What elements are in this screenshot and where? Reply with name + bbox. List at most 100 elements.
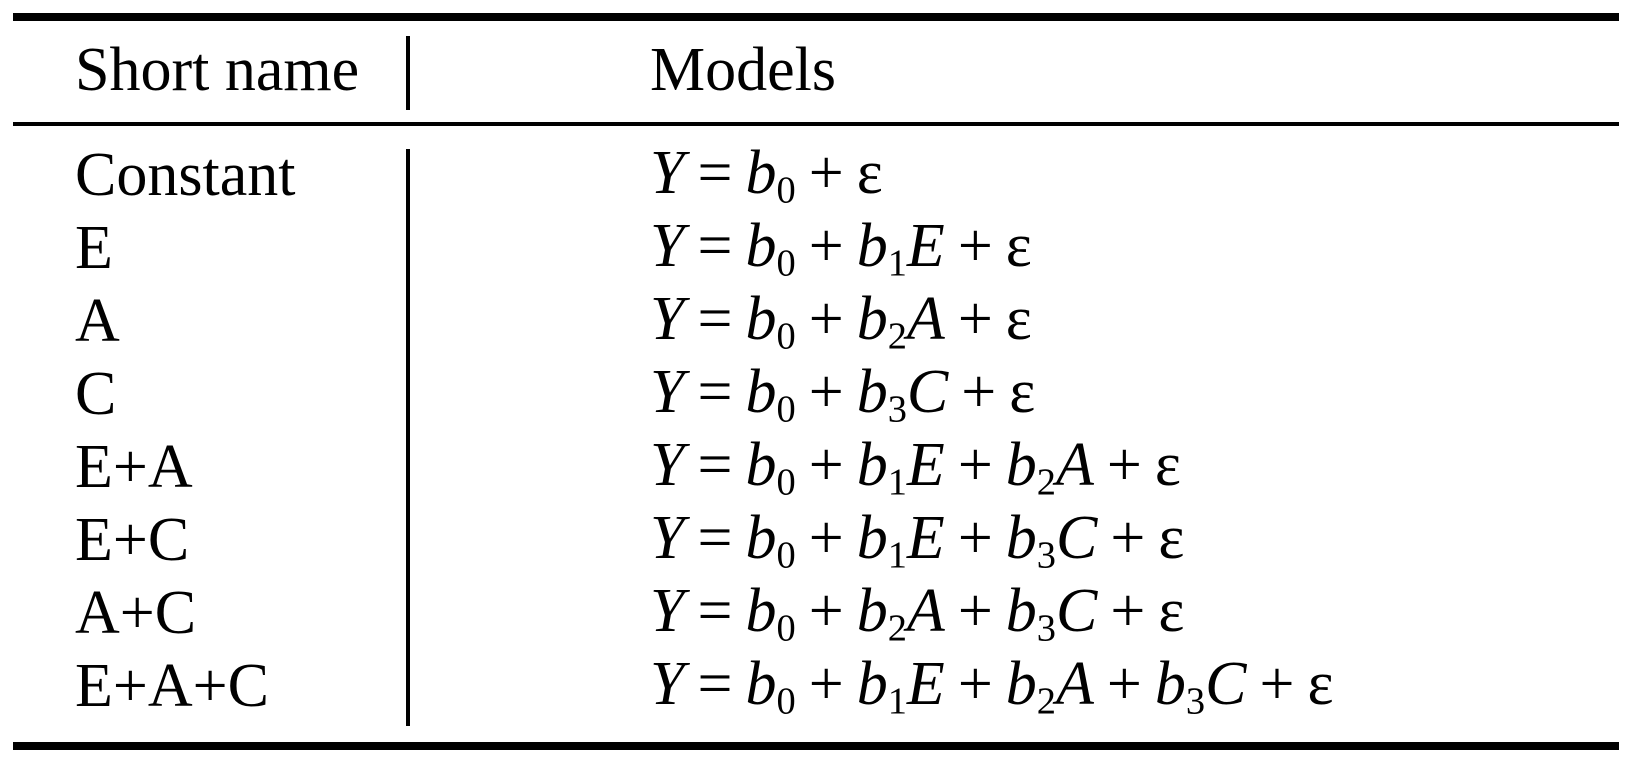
table-header-row: Short name Models — [0, 20, 1635, 120]
math-subscript: 2 — [1036, 461, 1057, 504]
math-operator: + — [808, 431, 844, 500]
math-operator: = — [697, 504, 733, 573]
model-cell: Y=b0+ε — [406, 138, 1635, 213]
math-operator: + — [957, 504, 993, 573]
short-name-label: Constant — [75, 141, 296, 209]
model-equation: Y=b0+b1E+ε — [650, 212, 1032, 285]
math-subscript: 3 — [1185, 680, 1206, 723]
math-variable: C — [1205, 650, 1247, 719]
table-bottom-rule — [13, 742, 1619, 750]
math-variable: Y — [650, 139, 685, 208]
short-name-cell: E — [0, 213, 406, 284]
math-variable: A — [1056, 650, 1094, 719]
math-subscript: 2 — [887, 607, 907, 650]
math-operator: = — [697, 431, 733, 500]
math-operator: = — [697, 285, 733, 354]
math-variable: b — [745, 358, 777, 427]
short-name-cell: A — [0, 286, 406, 357]
math-variable: Y — [650, 504, 685, 573]
short-name-cell: E+A — [0, 432, 406, 503]
math-subscript: 0 — [776, 315, 796, 358]
short-name-label: C — [75, 360, 117, 428]
math-variable: b — [745, 431, 777, 500]
epsilon-symbol: ε — [1307, 650, 1334, 719]
math-operator: + — [808, 212, 844, 281]
math-subscript: 2 — [887, 315, 907, 358]
math-operator: + — [1259, 650, 1295, 719]
math-variable: Y — [650, 431, 685, 500]
model-cell: Y=b0+b1E+ε — [406, 211, 1635, 286]
math-variable: b — [745, 504, 777, 573]
math-operator: + — [808, 358, 844, 427]
math-subscript: 1 — [887, 242, 907, 285]
header-cell-short-name: Short name — [0, 35, 406, 106]
short-name-cell: E+A+C — [0, 651, 406, 722]
math-variable: b — [856, 358, 888, 427]
math-variable: E — [906, 431, 945, 500]
model-cell: Y=b0+b2A+b3C+ε — [406, 576, 1635, 651]
epsilon-symbol: ε — [1009, 358, 1036, 427]
math-subscript: 0 — [776, 607, 796, 650]
model-cell: Y=b0+b1E+b2A+ε — [406, 430, 1635, 505]
math-variable: b — [745, 212, 777, 281]
epsilon-symbol: ε — [1005, 285, 1032, 354]
math-operator: + — [808, 139, 844, 208]
model-equation: Y=b0+b2A+ε — [650, 285, 1032, 358]
short-name-label: A — [75, 287, 120, 355]
math-subscript: 3 — [887, 388, 907, 431]
math-operator: + — [808, 504, 844, 573]
math-operator: + — [957, 577, 993, 646]
math-variable: b — [745, 139, 777, 208]
model-cell: Y=b0+b1E+b2A+b3C+ε — [406, 649, 1635, 724]
column-header-models: Models — [650, 35, 836, 104]
short-name-cell: C — [0, 359, 406, 430]
math-subscript: 0 — [776, 169, 796, 212]
math-subscript: 1 — [887, 461, 907, 504]
math-subscript: 0 — [776, 242, 796, 285]
math-variable: E — [906, 212, 945, 281]
math-operator: + — [1106, 650, 1142, 719]
math-operator: + — [957, 212, 993, 281]
column-divider-header — [406, 36, 410, 110]
math-subscript: 0 — [776, 388, 796, 431]
short-name-label: E — [75, 214, 113, 282]
short-name-label: A+C — [75, 579, 197, 647]
math-variable: b — [745, 650, 777, 719]
short-name-label: E+A+C — [75, 652, 269, 720]
math-operator: + — [1110, 577, 1146, 646]
math-operator: + — [808, 577, 844, 646]
math-operator: + — [961, 358, 997, 427]
column-header-short-name: Short name — [75, 35, 360, 104]
math-operator: = — [697, 139, 733, 208]
model-equation: Y=b0+b3C+ε — [650, 358, 1036, 431]
math-variable: Y — [650, 212, 685, 281]
model-equation: Y=b0+ε — [650, 139, 883, 212]
math-subscript: 3 — [1036, 607, 1057, 650]
math-variable: E — [906, 650, 945, 719]
math-variable: b — [1005, 577, 1037, 646]
model-equation: Y=b0+b2A+b3C+ε — [650, 577, 1185, 650]
math-subscript: 3 — [1036, 534, 1057, 577]
epsilon-symbol: ε — [1154, 431, 1181, 500]
math-variable: C — [1056, 577, 1098, 646]
math-operator: + — [957, 285, 993, 354]
math-variable: b — [856, 212, 888, 281]
math-operator: = — [697, 650, 733, 719]
table-header-rule — [13, 122, 1619, 126]
math-operator: + — [808, 650, 844, 719]
model-equation: Y=b0+b1E+b2A+ε — [650, 431, 1181, 504]
epsilon-symbol: ε — [1158, 577, 1185, 646]
math-variable: b — [856, 650, 888, 719]
math-subscript: 1 — [887, 534, 907, 577]
math-operator: + — [957, 431, 993, 500]
math-variable: b — [1005, 504, 1037, 573]
math-variable: b — [856, 431, 888, 500]
math-variable: b — [745, 577, 777, 646]
math-variable: b — [1005, 650, 1037, 719]
short-name-cell: E+C — [0, 505, 406, 576]
